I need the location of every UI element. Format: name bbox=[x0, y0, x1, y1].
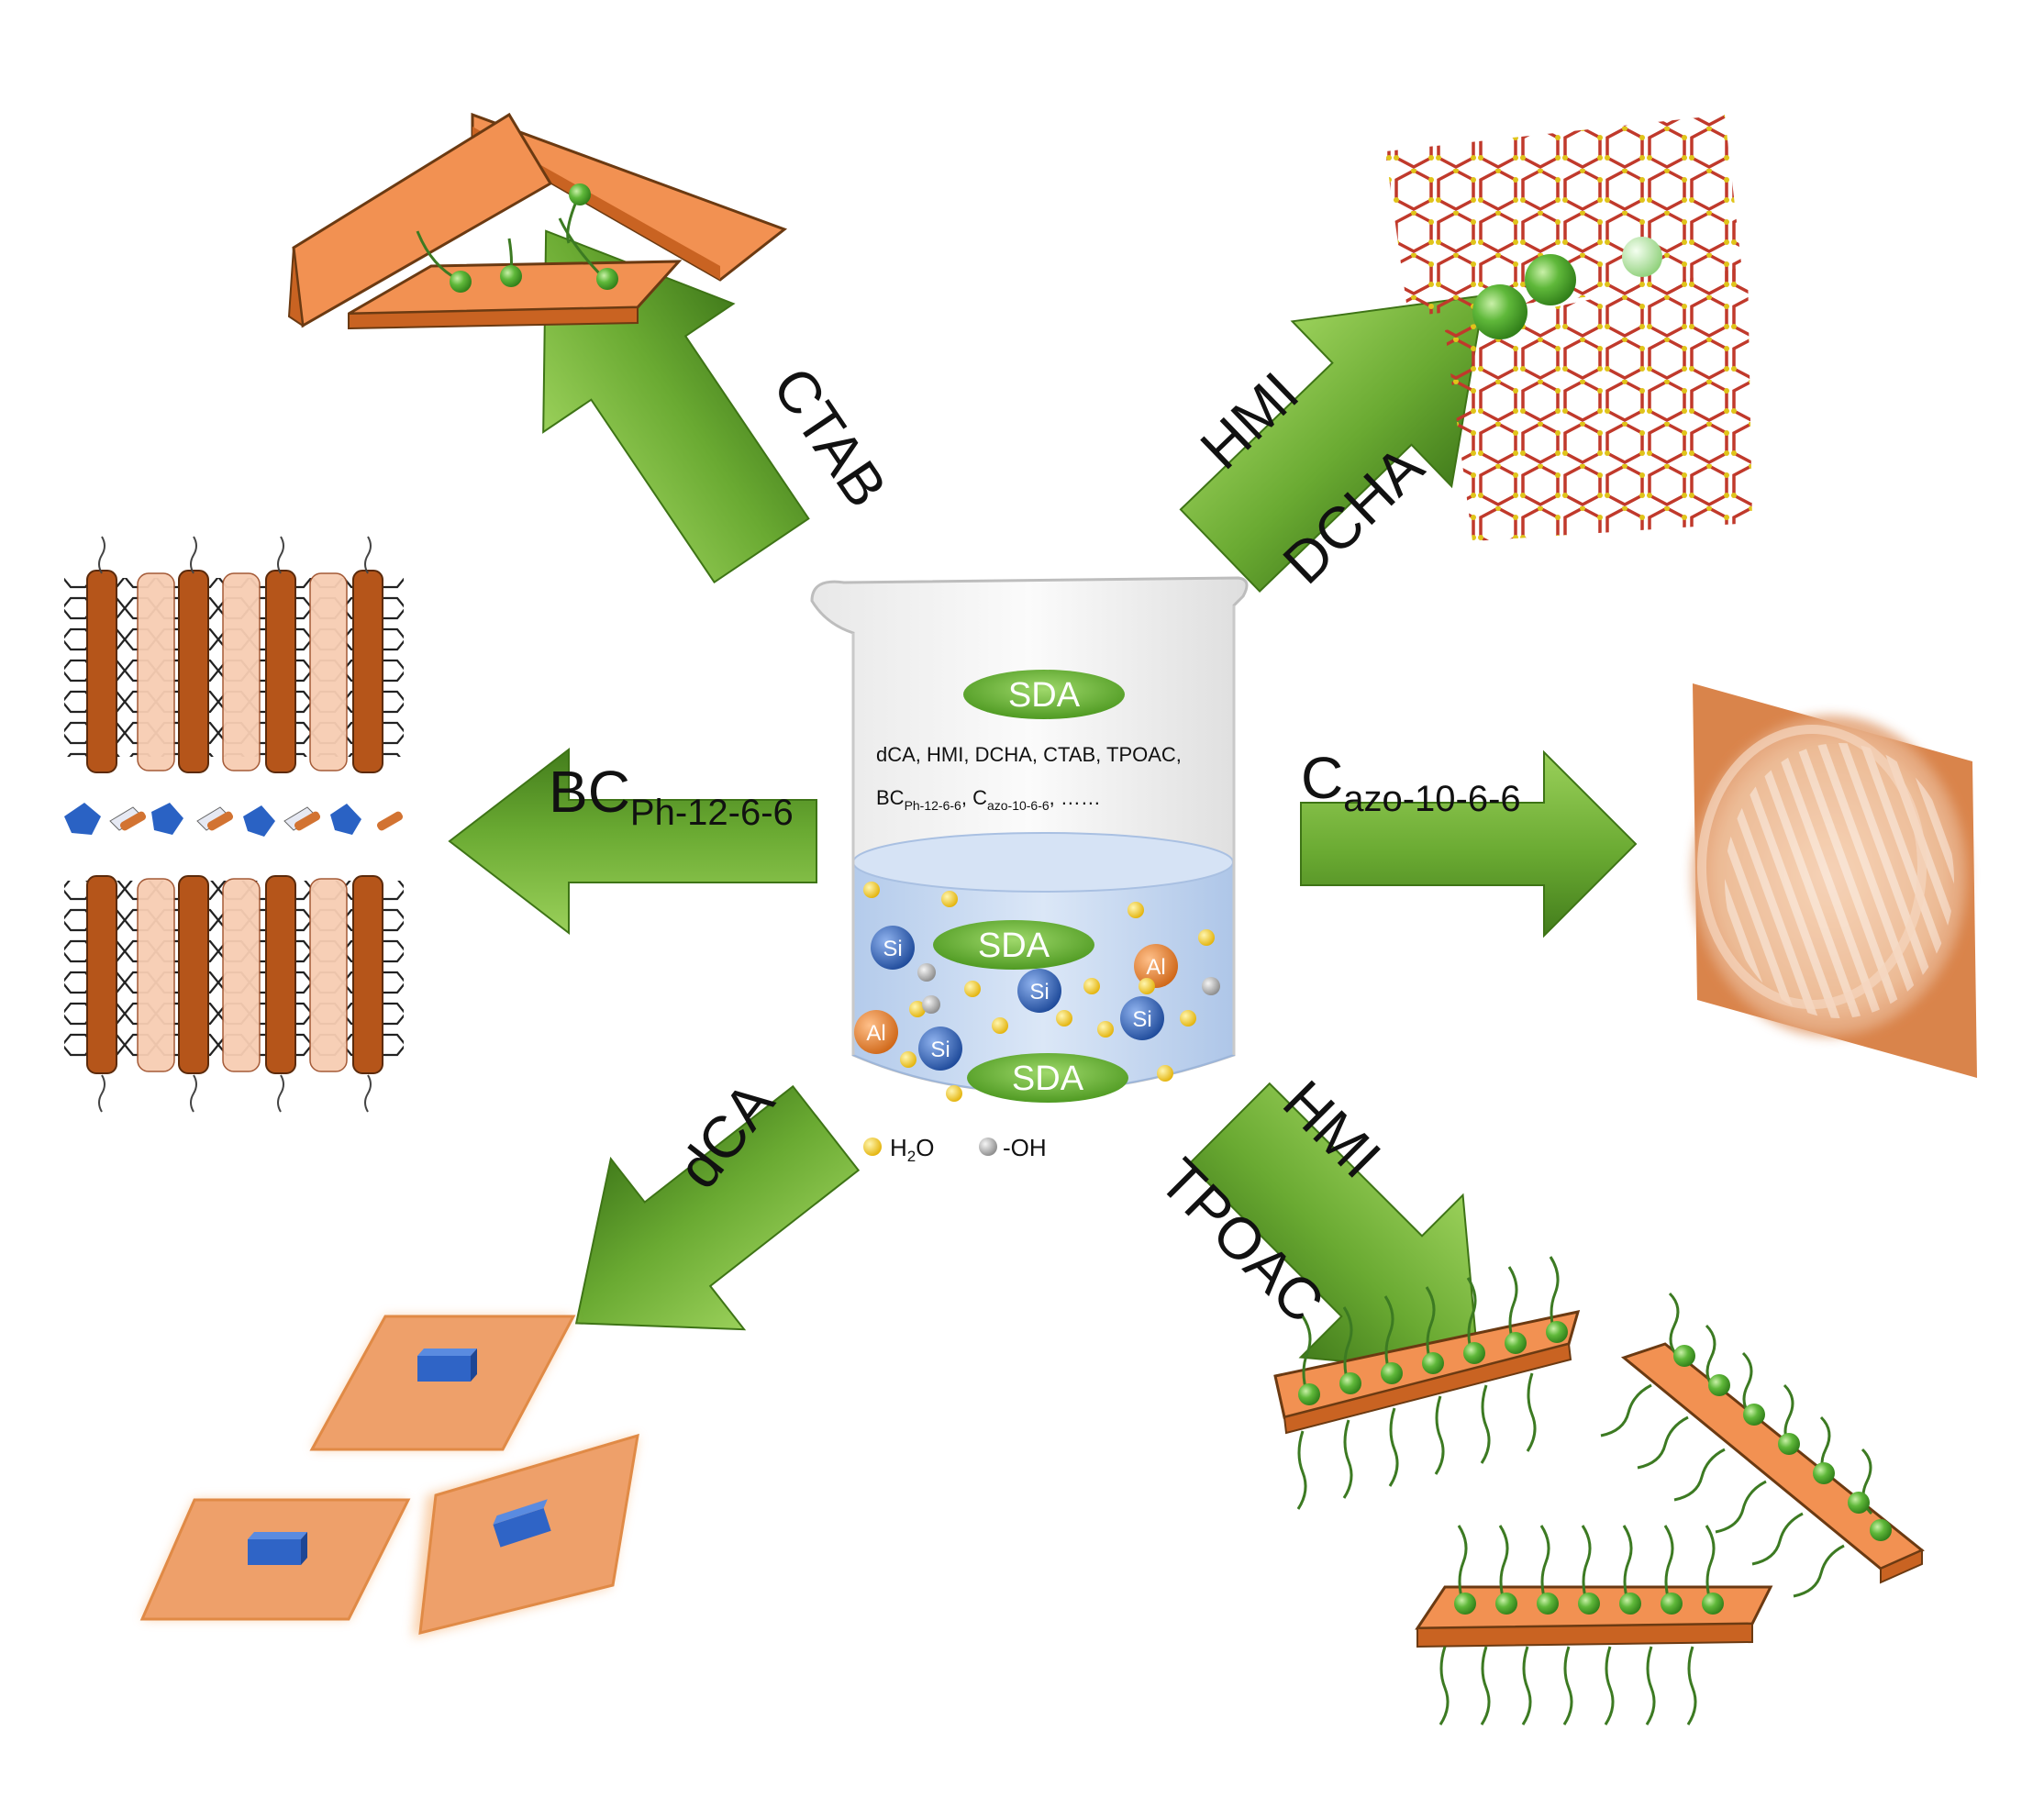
al-atom-label: Al bbox=[866, 1021, 885, 1046]
label-cazo-main: C bbox=[1301, 745, 1343, 811]
hydroxyl-groups bbox=[917, 963, 1220, 1014]
zeolite-framework-illustration bbox=[1385, 115, 1752, 541]
arrow-right bbox=[1300, 749, 1638, 938]
interlayer-pillars bbox=[64, 803, 404, 837]
oh-legend-dot bbox=[979, 1138, 997, 1156]
si-atom-label: Si bbox=[1132, 1007, 1151, 1032]
sda-list-bc: BC bbox=[876, 786, 905, 809]
sda-top-ellipse: SDA bbox=[963, 670, 1125, 719]
si-atom: Si bbox=[918, 1027, 962, 1071]
si-atom: Si bbox=[1017, 969, 1061, 1013]
sda-top-text: SDA bbox=[1008, 676, 1081, 715]
water-molecules bbox=[863, 882, 1215, 1102]
label-bc: BCPh-12-6-6 bbox=[549, 759, 794, 833]
h2o-prefix: H bbox=[890, 1134, 907, 1161]
label-bc-main: BC bbox=[549, 759, 630, 825]
rhombic-sheet-illustration bbox=[139, 1315, 639, 1637]
h2o-legend-dot bbox=[863, 1138, 882, 1156]
label-cazo-sub: azo-10-6-6 bbox=[1343, 779, 1520, 819]
functionalized-sheet-illustration bbox=[1273, 1256, 1925, 1726]
sda-list-tail: , …… bbox=[1050, 786, 1101, 809]
sda-bottom-ellipse: SDA bbox=[967, 1053, 1128, 1103]
blue-crystal bbox=[417, 1348, 477, 1382]
pillared-layer-illustration bbox=[64, 536, 404, 1113]
layered-plates-illustration bbox=[287, 112, 788, 330]
h2o-suffix: O bbox=[916, 1134, 934, 1161]
sda-list-c-sub: azo-10-6-6 bbox=[987, 798, 1050, 813]
sda-bottom-text: SDA bbox=[1012, 1060, 1084, 1098]
si-atom-label: Si bbox=[1029, 980, 1049, 1004]
si-atom: Si bbox=[1120, 996, 1164, 1040]
sda-list-bc-sub: Ph-12-6-6 bbox=[905, 798, 961, 813]
si-atom-label: Si bbox=[930, 1038, 950, 1062]
nanosheet-disk-illustration bbox=[1693, 683, 1977, 1078]
al-atom-label: Al bbox=[1146, 955, 1165, 980]
si-atom: Si bbox=[871, 926, 915, 970]
label-bc-sub: Ph-12-6-6 bbox=[630, 793, 794, 833]
arrow-left bbox=[448, 747, 817, 936]
sda-list-line1: dCA, HMI, DCHA, CTAB, TPOAC, bbox=[876, 743, 1182, 766]
al-atom: Al bbox=[1134, 944, 1178, 988]
h2o-sub: 2 bbox=[907, 1148, 916, 1165]
al-atom: Al bbox=[854, 1010, 898, 1054]
oh-legend-label: -OH bbox=[1003, 1134, 1047, 1161]
sda-mid-ellipse: SDA bbox=[933, 920, 1094, 970]
sda-list-sep1: , bbox=[961, 786, 972, 809]
sda-mid-text: SDA bbox=[978, 927, 1050, 965]
si-atom-label: Si bbox=[883, 937, 902, 961]
sda-list-line2: BCPh-12-6-6, Cazo-10-6-6, …… bbox=[876, 786, 1101, 813]
h2o-legend-label: H2O bbox=[890, 1134, 934, 1165]
blue-crystal bbox=[248, 1532, 307, 1565]
label-cazo: Cazo-10-6-6 bbox=[1301, 745, 1521, 819]
arrow-down-left bbox=[574, 1084, 861, 1331]
legend: H2O -OH bbox=[863, 1134, 1047, 1165]
beaker: SDA dCA, HMI, DCHA, CTAB, TPOAC, BCPh-12… bbox=[810, 576, 1249, 1103]
blue-crystal bbox=[493, 1499, 551, 1548]
sda-list-c: C bbox=[972, 786, 987, 809]
